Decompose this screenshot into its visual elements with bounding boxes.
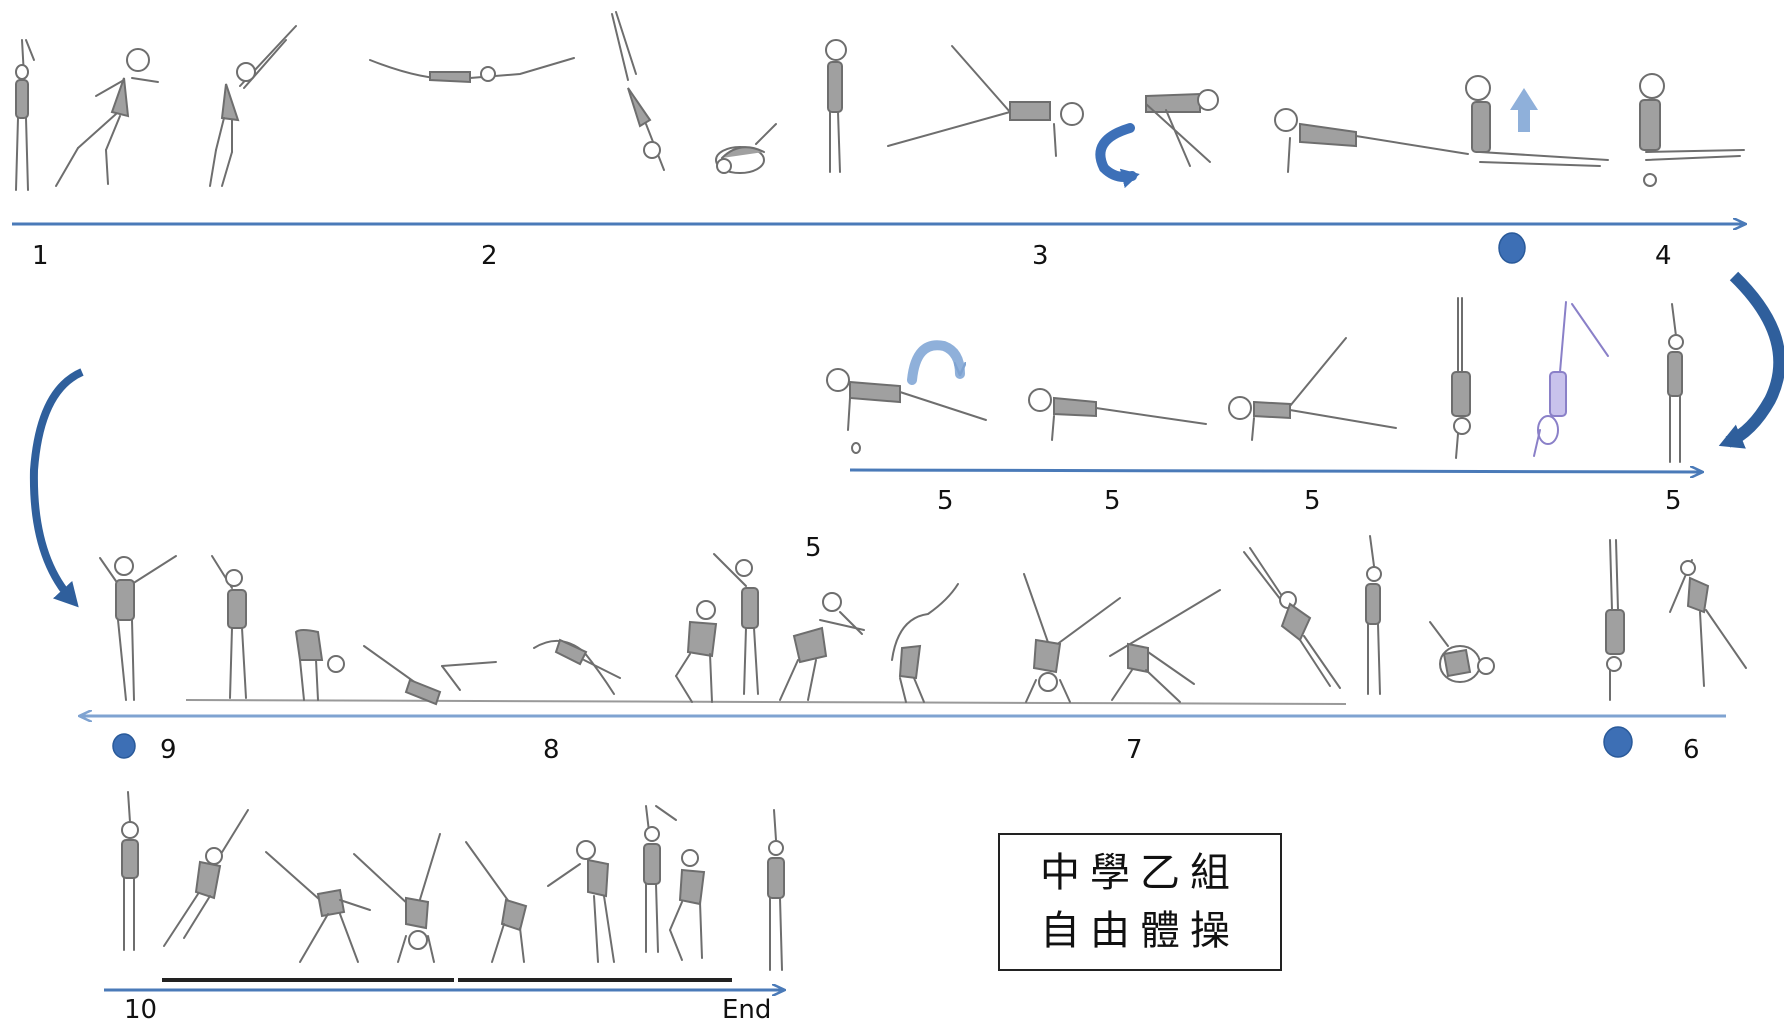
figure-stand-arms-up [15,39,35,191]
hold-marker-icon [1498,232,1526,264]
figure-hurdle [209,25,297,187]
row4-timeline [104,978,784,990]
row3-label-9: 9 [160,735,177,765]
row4-label-10: 10 [124,995,158,1025]
figure-layout-dive [369,57,575,84]
figure-bridge [891,583,959,703]
figure-forward-roll [715,123,777,174]
row2-figures [826,297,1684,463]
figure-stand-arms-back [713,553,759,695]
curved-return-arrow-icon [1718,271,1784,449]
figure-stand-reach [211,555,247,699]
routine-title-box: 中學乙組 自由體操 [998,833,1282,971]
figure-lunge-reach [163,809,249,947]
row2-label-c: 5 [1304,486,1321,516]
row2-label-d: 5 [1665,486,1682,516]
figure-stand-arms-up-5 [767,809,785,971]
row1-label-3: 3 [1032,241,1049,271]
title-line-2: 自由體操 [1040,908,1240,954]
row4-label-end: End [722,995,772,1025]
figure-squat-2 [669,849,706,961]
figure-cartwheel-4 [353,833,441,963]
title-line-1: 中學乙組 [1040,850,1240,896]
figure-twist-support [1145,89,1219,167]
row3-label-7: 7 [1126,735,1143,765]
row2-label-b: 5 [1104,486,1121,516]
figure-front-support [1274,108,1469,173]
figure-pike-bend [294,629,345,701]
figure-front-support-2 [1028,388,1207,441]
figure-handstand [1451,297,1471,459]
figure-leg-kick [99,555,177,701]
figure-arms-up-jump [643,805,677,953]
figure-cartwheel [1023,573,1121,703]
figure-handstand-step-down [1533,301,1609,457]
row1-label-4: 4 [1655,241,1672,271]
row3-floor [185,699,1347,705]
figure-squat [675,600,718,703]
figure-cartwheel-2 [1109,589,1221,703]
hold-marker-icon-row3-left [112,733,136,759]
hold-marker-icon-row3-right [1603,726,1633,758]
figure-tuck-roll [1429,621,1495,683]
figure-walkover [465,841,528,963]
row1-figures [15,11,1745,264]
curved-return-arrow-icon-left [29,368,84,608]
figure-cartwheel-3 [265,851,371,963]
figure-run [55,48,159,187]
figure-stand-arms-up-4 [121,791,139,951]
row3-figures [99,535,1747,759]
row3-label-6: 6 [1683,735,1700,765]
figure-sit-straddle [1465,75,1609,167]
turn-arrow-icon [907,340,960,385]
figure-back-support [826,368,987,454]
figure-support-leg-raised [887,45,1084,157]
figure-stand-arms-up-3 [1365,535,1382,695]
figure-step-lunge [1669,559,1747,687]
figure-stand [825,39,847,173]
row3-timeline [80,699,1726,716]
up-arrow-icon [1510,88,1538,132]
row4-figures [121,791,785,971]
row3-label-8: 8 [543,735,560,765]
figure-backward-roll [363,645,497,706]
row2-timeline [849,470,1702,472]
figure-l-sit [1639,73,1745,187]
row1-label-1: 1 [32,241,49,271]
figure-dive-forward [1243,547,1341,689]
row2-arrow [849,470,1702,472]
figure-back-walkover-start [779,592,865,701]
row1-label-2: 2 [481,241,498,271]
figure-bridge-roll [533,638,621,695]
rotation-arrow-icon [1095,123,1140,189]
row3-label-5: 5 [805,533,822,563]
figure-handstand-2 [1605,539,1625,701]
figure-support-leg-lift [1228,337,1397,441]
figure-stand-arms-forward [547,840,615,963]
figure-stand-arms-up-2 [1667,303,1684,463]
row2-label-a: 5 [937,486,954,516]
figure-vertical-dive [611,11,665,171]
